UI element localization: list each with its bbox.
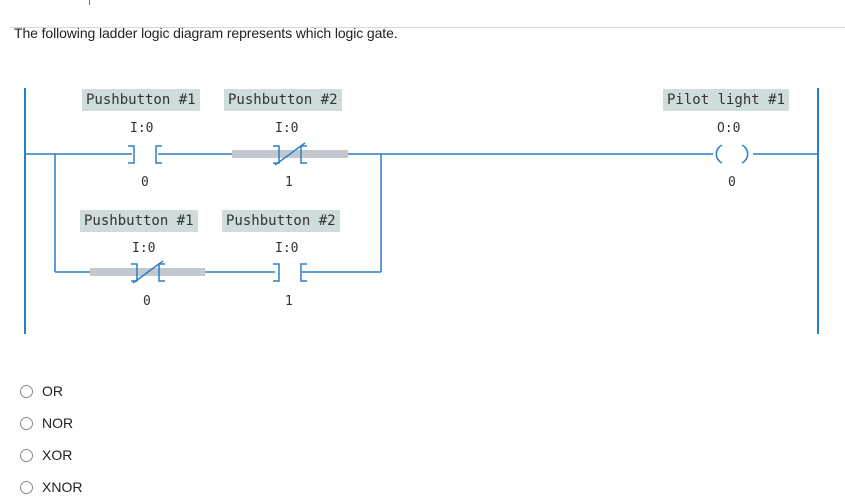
contact-tag-pushbutton-2: Pushbutton #2 bbox=[224, 89, 342, 111]
option-label: NOR bbox=[42, 415, 74, 431]
contact-tag-pushbutton-2: Pushbutton #2 bbox=[222, 210, 340, 232]
option-xor[interactable]: XOR bbox=[20, 447, 72, 463]
radio-button[interactable] bbox=[20, 384, 33, 398]
nc-contact-icon bbox=[273, 142, 307, 166]
option-label: XNOR bbox=[42, 479, 83, 495]
output-address: O:0 bbox=[717, 121, 741, 136]
contact-tag-pushbutton-1: Pushbutton #1 bbox=[80, 210, 198, 232]
top-tick-mark bbox=[89, 0, 90, 5]
output-bit: 0 bbox=[728, 175, 736, 190]
option-label: XOR bbox=[42, 447, 73, 463]
contact-address: I:0 bbox=[132, 241, 156, 256]
contact-bit: 0 bbox=[141, 175, 149, 190]
radio-button[interactable] bbox=[20, 480, 33, 494]
output-coil-icon bbox=[715, 144, 749, 164]
contact-address: I:0 bbox=[275, 241, 299, 256]
option-or[interactable]: OR bbox=[20, 383, 63, 399]
option-xnor[interactable]: XNOR bbox=[20, 479, 82, 495]
contact-tag-pushbutton-1: Pushbutton #1 bbox=[82, 89, 200, 111]
contact-bit: 1 bbox=[285, 175, 293, 190]
radio-button[interactable] bbox=[20, 448, 33, 462]
output-tag-pilot-light: Pilot light #1 bbox=[663, 89, 790, 111]
option-label: OR bbox=[42, 383, 63, 399]
question-text: The following ladder logic diagram repre… bbox=[14, 25, 398, 41]
option-nor[interactable]: NOR bbox=[20, 415, 73, 431]
contact-bit: 0 bbox=[143, 294, 151, 309]
no-contact-icon bbox=[273, 263, 307, 282]
contact-address: I:0 bbox=[275, 121, 299, 136]
divider bbox=[10, 27, 845, 28]
radio-button[interactable] bbox=[20, 416, 33, 430]
contact-address: I:0 bbox=[130, 121, 154, 136]
no-contact-icon bbox=[128, 145, 162, 164]
nc-contact-icon bbox=[131, 260, 165, 284]
contact-bit: 1 bbox=[285, 294, 293, 309]
